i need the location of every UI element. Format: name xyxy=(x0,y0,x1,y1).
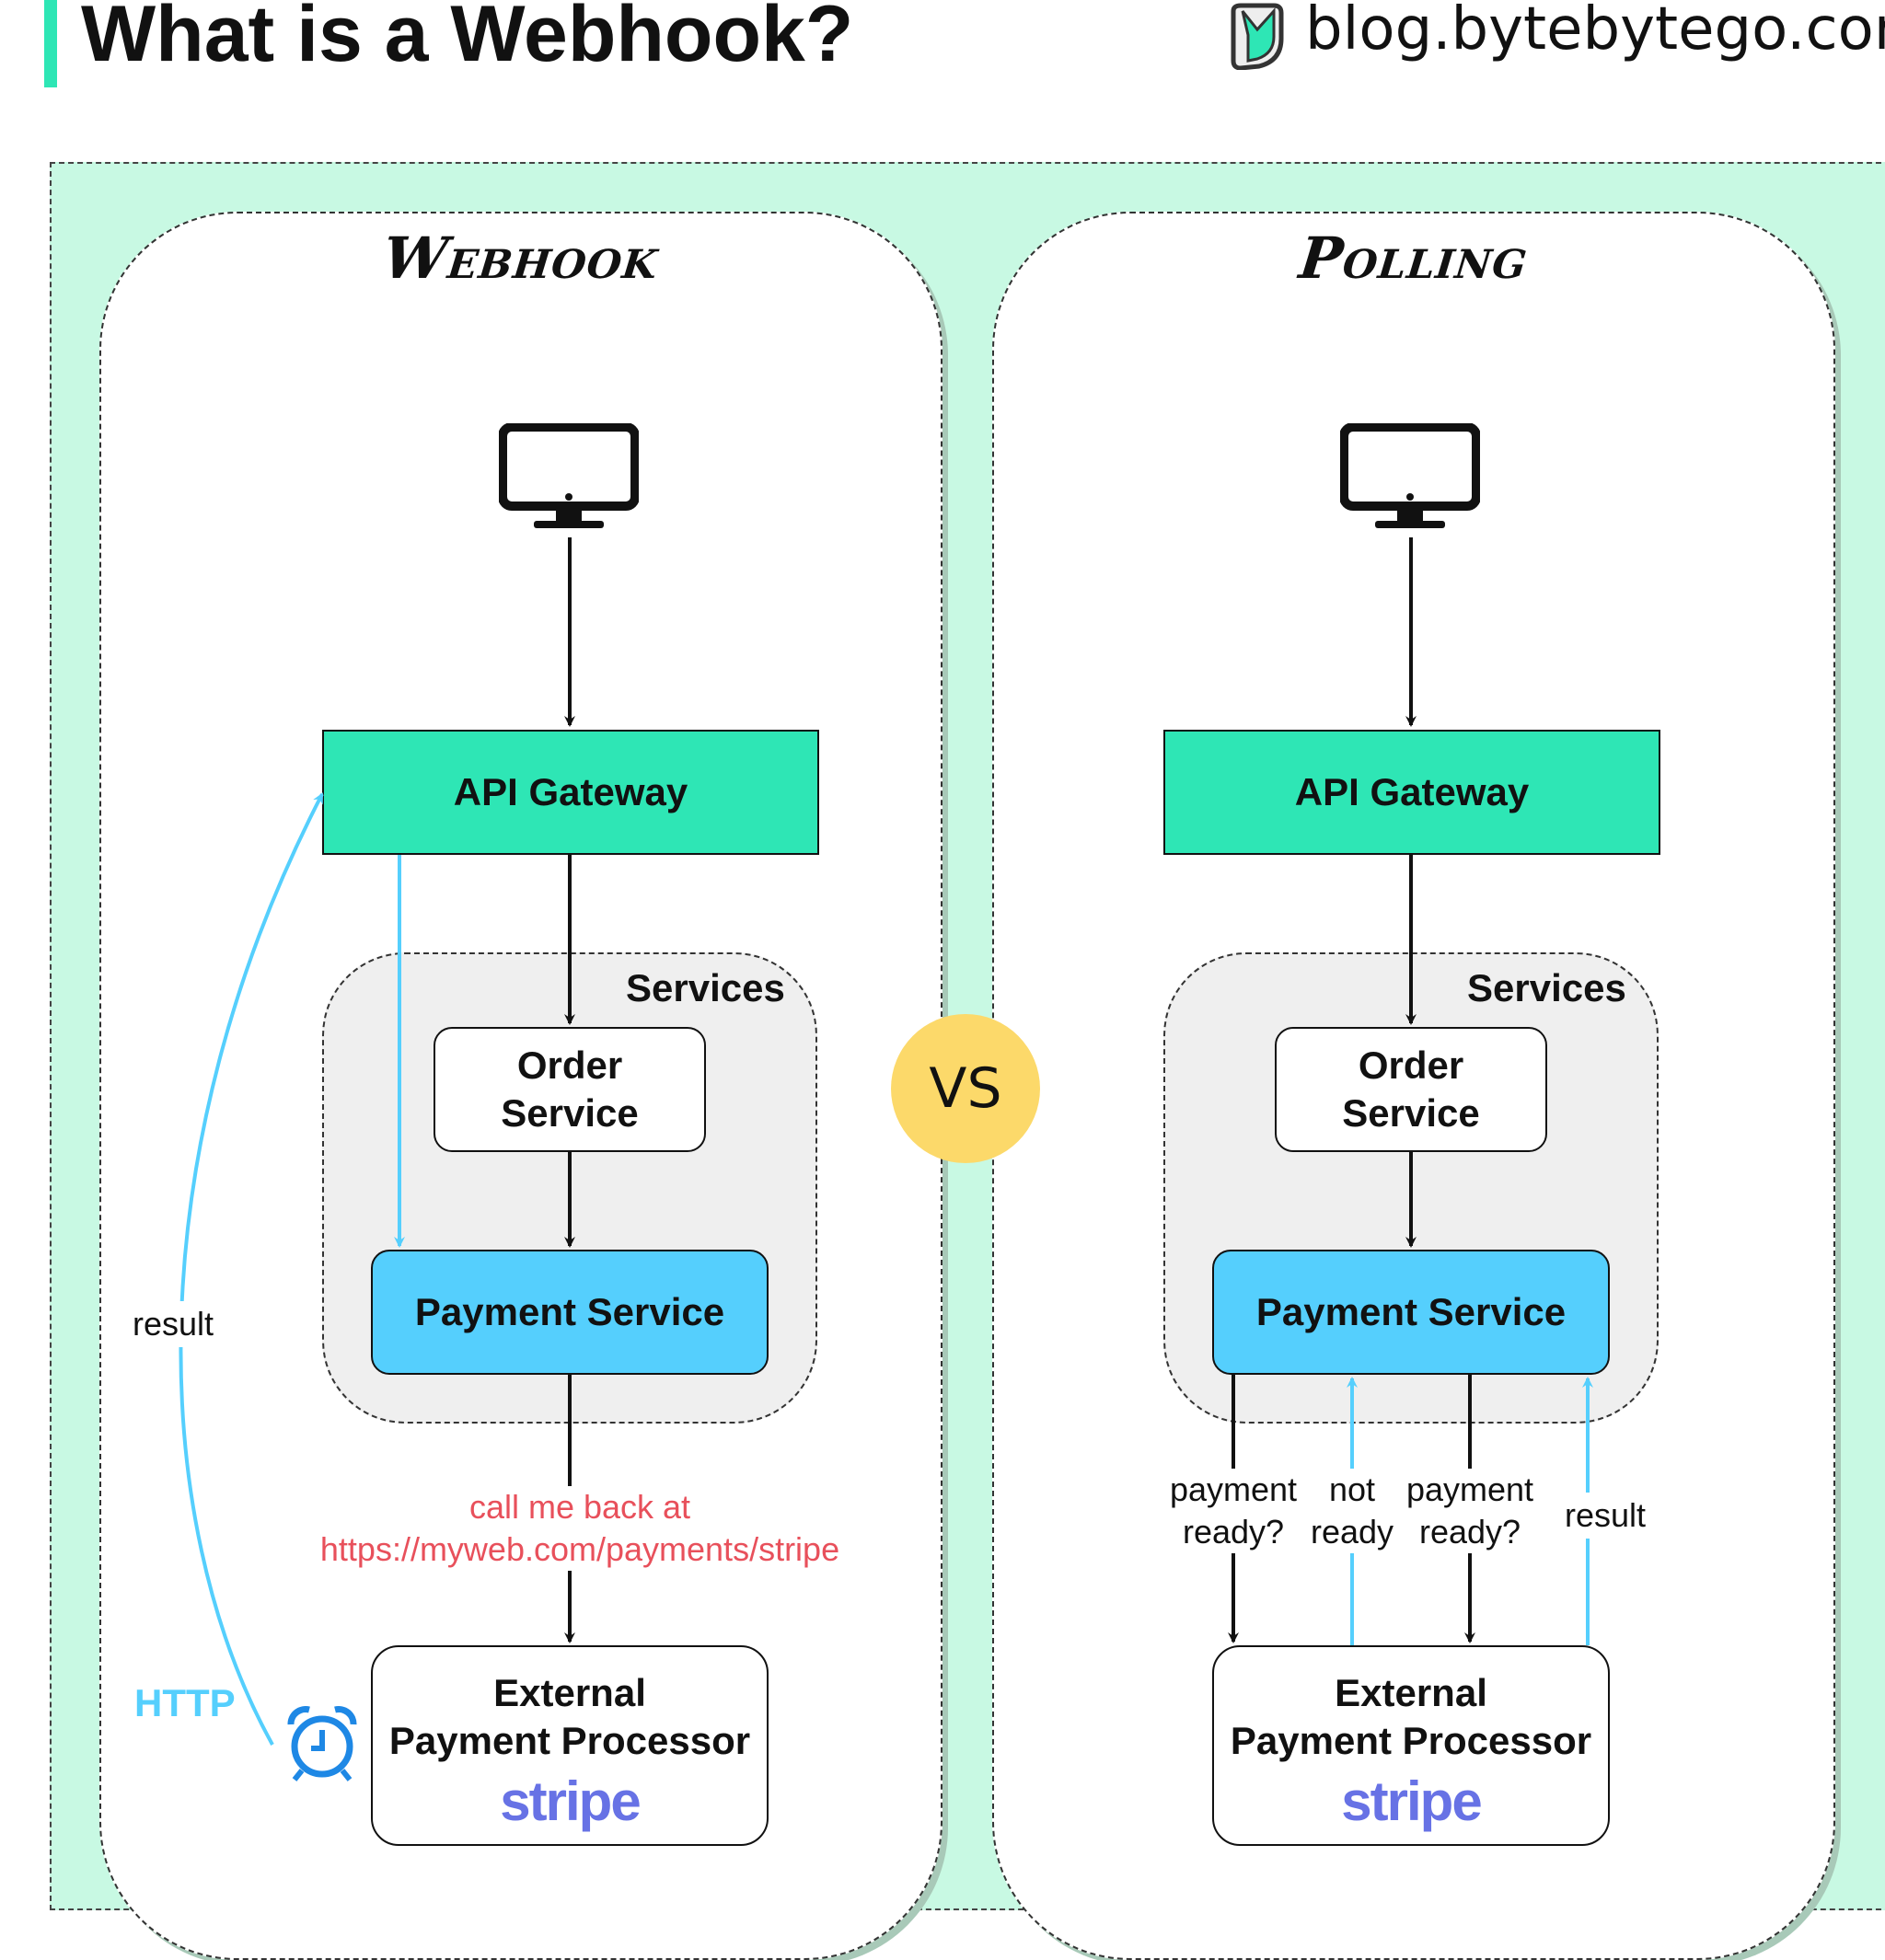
callback-url: https://myweb.com/payments/stripe xyxy=(319,1530,840,1569)
not-ready-label: not ready xyxy=(1306,1469,1398,1554)
external-line2: Payment Processor xyxy=(388,1719,751,1762)
label-line1: payment xyxy=(1405,1470,1534,1508)
polling-title: Polling xyxy=(1296,225,1532,292)
order-service-line1: Order xyxy=(516,1043,623,1087)
webhook-api-gateway: API Gateway xyxy=(322,730,819,855)
callback-label: call me back at https://myweb.com/paymen… xyxy=(304,1486,856,1572)
polling-api-gateway: API Gateway xyxy=(1163,730,1660,855)
webhook-title: Webhook xyxy=(379,225,663,292)
webhook-payment-service: Payment Service xyxy=(371,1250,769,1375)
external-line1: External xyxy=(493,1670,646,1714)
http-label: HTTP xyxy=(134,1681,236,1724)
alarm-clock-icon xyxy=(287,1706,357,1781)
page-title: What is a Webhook? xyxy=(81,0,854,78)
label-line2: ready? xyxy=(1418,1513,1521,1551)
bytebytego-logo-icon xyxy=(1231,3,1284,70)
stripe-logo: stripe xyxy=(1341,1770,1482,1832)
polling-result-label: result xyxy=(1561,1493,1650,1539)
stripe-logo: stripe xyxy=(500,1770,641,1832)
polling-payment-service: Payment Service xyxy=(1212,1250,1610,1375)
title-accent-bar xyxy=(44,0,57,87)
polling-services-label: Services xyxy=(1467,966,1626,1009)
external-line2: Payment Processor xyxy=(1230,1719,1592,1762)
callback-line1: call me back at xyxy=(468,1488,691,1526)
external-line1: External xyxy=(1335,1670,1487,1714)
payment-ready-label-1: payment ready? xyxy=(1165,1469,1301,1554)
payment-ready-label-2: payment ready? xyxy=(1402,1469,1538,1554)
polling-external-payment-processor: External Payment Processor stripe xyxy=(1212,1645,1610,1846)
webhook-result-label: result xyxy=(129,1301,218,1348)
webhook-external-payment-processor: External Payment Processor stripe xyxy=(371,1645,769,1846)
order-service-line2: Service xyxy=(501,1091,639,1135)
label-line1: payment xyxy=(1169,1470,1298,1508)
monitor-icon xyxy=(1340,423,1480,528)
webhook-services-label: Services xyxy=(626,966,785,1009)
order-service-line2: Service xyxy=(1342,1091,1480,1135)
order-service-line1: Order xyxy=(1358,1043,1464,1087)
label-line1: not xyxy=(1328,1470,1376,1508)
monitor-icon xyxy=(499,423,639,528)
label-line2: ready xyxy=(1310,1513,1394,1551)
vs-badge: VS xyxy=(891,1014,1040,1163)
label-line2: ready? xyxy=(1182,1513,1285,1551)
brand-url: blog.bytebytego.com xyxy=(1305,0,1885,63)
